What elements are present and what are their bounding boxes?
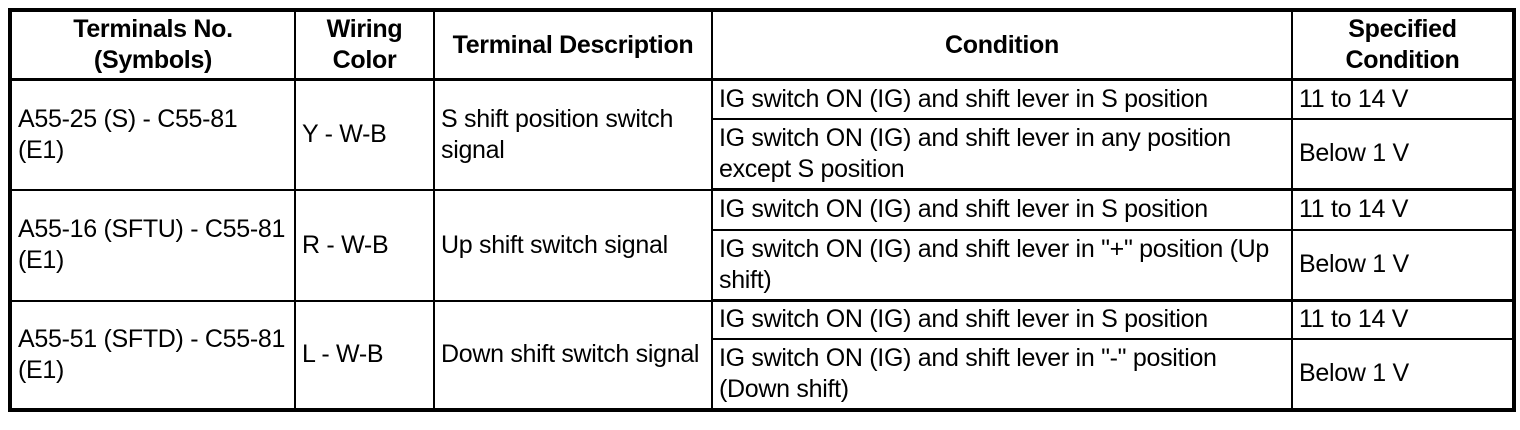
table-row: A55-16 (SFTU) - C55-81 (E1) R - W-B Up s… [9,188,1515,302]
header-row: Terminals No. (Symbols) Wiring Color Ter… [9,9,1515,81]
specified-condition-cell: Below 1 V [1291,337,1515,411]
wiring-color-cell: Y - W-B [294,78,435,191]
col-header-specified-condition: Specified Condition [1291,9,1515,81]
condition-cell: IG switch ON (IG) and shift lever in S p… [711,299,1293,340]
specified-condition-cell: Below 1 V [1291,117,1515,191]
wiring-color-cell: R - W-B [294,188,435,302]
terminals-cell: A55-25 (S) - C55-81 (E1) [9,78,296,191]
terminals-cell: A55-51 (SFTD) - C55-81 (E1) [9,299,296,411]
terminals-cell: A55-16 (SFTU) - C55-81 (E1) [9,188,296,302]
table-row: IG switch ON (IG) and shift lever in any… [10,117,1515,191]
specified-condition-cell: 11 to 14 V [1291,188,1515,231]
condition-cell: IG switch ON (IG) and shift lever in "+"… [711,228,1293,302]
col-header-condition: Condition [711,9,1293,81]
terminal-description-cell: Down shift switch signal [433,299,713,411]
condition-cell: IG switch ON (IG) and shift lever in any… [711,117,1293,191]
condition-cell: IG switch ON (IG) and shift lever in "-"… [711,337,1293,411]
terminal-spec-table: Terminals No. (Symbols) Wiring Color Ter… [8,8,1516,412]
table-row: IG switch ON (IG) and shift lever in "-"… [10,337,1515,411]
col-header-terminal-description: Terminal Description [433,9,713,81]
table-row: A55-51 (SFTD) - C55-81 (E1) L - W-B Down… [9,299,1515,411]
table-row: IG switch ON (IG) and shift lever in "+"… [10,228,1515,302]
specified-condition-cell: 11 to 14 V [1291,78,1515,120]
table-row: A55-25 (S) - C55-81 (E1) Y - W-B S shift… [9,78,1515,191]
condition-cell: IG switch ON (IG) and shift lever in S p… [711,188,1293,231]
specified-condition-cell: Below 1 V [1291,228,1515,302]
wiring-color-cell: L - W-B [294,299,435,411]
condition-cell: IG switch ON (IG) and shift lever in S p… [711,78,1293,120]
terminal-description-cell: Up shift switch signal [433,188,713,302]
col-header-terminals-no: Terminals No. (Symbols) [9,9,296,81]
col-header-wiring-color: Wiring Color [294,9,435,81]
specified-condition-cell: 11 to 14 V [1291,299,1515,340]
terminal-description-cell: S shift position switch signal [433,78,713,191]
